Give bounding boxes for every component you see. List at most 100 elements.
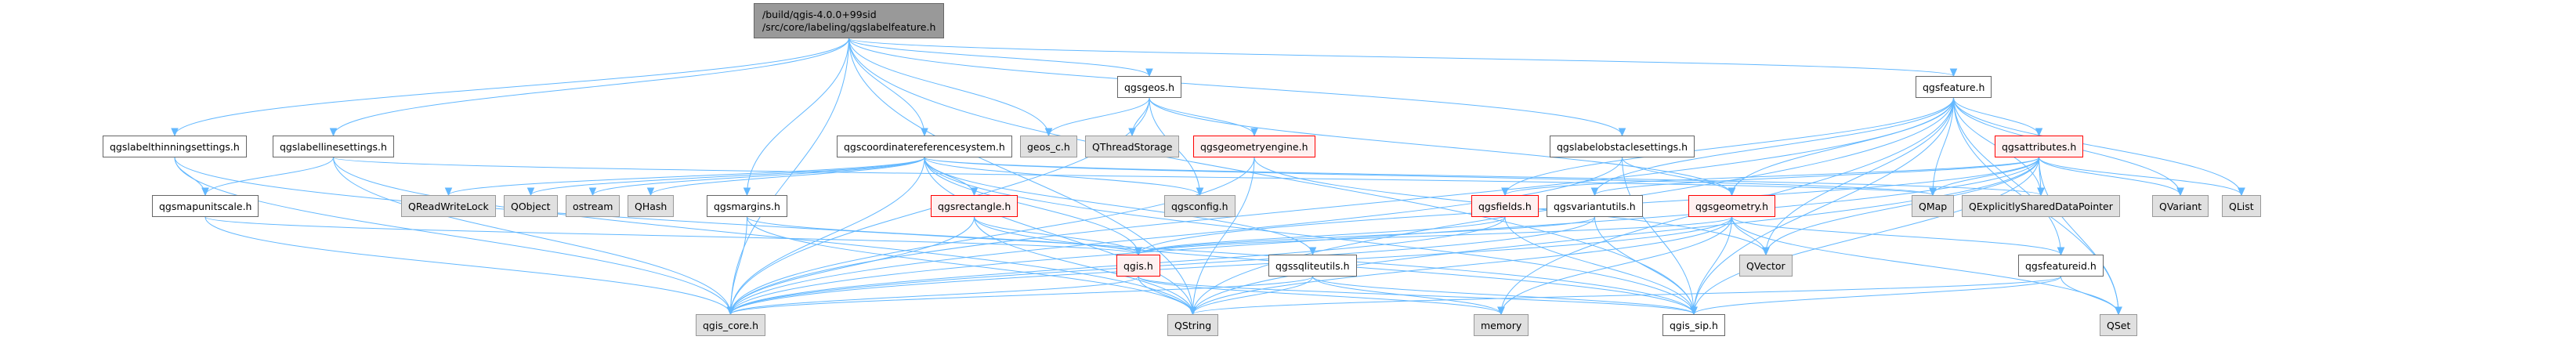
edge-qgsmapunitscale-to-qgis_core [204, 216, 731, 315]
node-label: qgssqliteutils.h [1275, 259, 1350, 272]
node-label: qgsrectangle.h [938, 200, 1011, 212]
edge-qgscoordinatereferencesystem-to-QExplicitlySharedDataPointer [924, 157, 2042, 196]
node-qgsconfig[interactable]: qgsconfig.h [1164, 195, 1236, 217]
node-label: qgsfeatureid.h [2025, 259, 2097, 272]
node-qgslabelobstaclesettings[interactable]: qgslabelobstaclesettings.h [1550, 136, 1695, 157]
node-qgis-core[interactable]: qgis_core.h [696, 314, 766, 336]
edge-root-to-qgscoordinatereferencesystem [848, 38, 925, 136]
root-path-line2: /src/core/labeling/qgslabelfeature.h [762, 20, 936, 33]
node-label: qgsgeometry.h [1695, 200, 1769, 212]
node-qgsmapunitscale[interactable]: qgsmapunitscale.h [152, 195, 259, 217]
node-qgscoordinatereferencesystem[interactable]: qgscoordinatereferencesystem.h [837, 136, 1012, 157]
arrowhead-qgsattributes-to-qgsfields [1501, 187, 1509, 197]
arrowhead-root-to-qgsgeos [1145, 68, 1153, 78]
edge-qgsfeatureid-to-QString [1192, 276, 2061, 315]
edge-qgsfeature-to-qgsattributes [1953, 97, 2039, 136]
node-qgis[interactable]: qgis.h [1116, 255, 1160, 277]
node-qlist[interactable]: QList [2222, 195, 2261, 217]
edge-qgslabellinesettings-to-QString [333, 157, 1193, 315]
edge-qgslabelthinningsettings-to-qgis_sip [174, 157, 1695, 315]
node-qgsattributes[interactable]: qgsattributes.h [1995, 136, 2084, 157]
arrowhead-qgscoordinatereferencesystem-to-QReadWriteLock [444, 187, 453, 197]
node-label: qgsmapunitscale.h [159, 200, 252, 212]
arrowhead-qgssqliteutils-to-qgis_core [726, 306, 735, 316]
node-qthreadstorage[interactable]: QThreadStorage [1085, 136, 1180, 157]
edge-qgscoordinatereferencesystem-to-qgis [924, 157, 1139, 255]
arrowhead-qgsfeatureid-to-QSet [2115, 306, 2122, 316]
node-label: QObject [511, 200, 551, 212]
node-qobject[interactable]: QObject [504, 195, 558, 217]
edge-qgsattributes-to-qgis_core [730, 157, 2039, 315]
edge-qgsgeometry-to-QString [1192, 216, 1732, 315]
node-qgsfields[interactable]: qgsfields.h [1471, 195, 1539, 217]
node-label: QVariant [2159, 200, 2202, 212]
node-ostream[interactable]: ostream [566, 195, 620, 217]
edge-qgssqliteutils-to-memory [1312, 276, 1502, 315]
edge-qgslabellinesettings-to-QMap [333, 157, 1934, 196]
node-label: QList [2229, 200, 2254, 212]
node-label: QString [1174, 319, 1212, 331]
edge-qgsvariantutils-to-qgis_sip [1594, 216, 1695, 315]
edge-qgsgeos-to-qgsgeometryengine [1149, 97, 1255, 136]
node-qgsrectangle[interactable]: qgsrectangle.h [931, 195, 1018, 217]
node-label: QVector [1746, 259, 1785, 272]
node-qexplicitlyshareddatapointer[interactable]: QExplicitlySharedDataPointer [1962, 195, 2120, 217]
edge-qgsmargins-to-qgis [747, 216, 1139, 255]
arrowhead-qgsattributes-to-qgsvariantutils [1590, 187, 1599, 197]
node-qvector[interactable]: QVector [1739, 255, 1793, 277]
node-qgsfeatureid[interactable]: qgsfeatureid.h [2018, 255, 2104, 277]
arrowhead-qgsgeos-to-qgsgeometryengine [1250, 128, 1258, 137]
node-qgsfeature[interactable]: qgsfeature.h [1916, 76, 1992, 98]
node-qreadwritelock[interactable]: QReadWriteLock [401, 195, 496, 217]
node-qgslabellinesettings[interactable]: qgslabellinesettings.h [273, 136, 394, 157]
edge-qgscoordinatereferencesystem-to-QReadWriteLock [448, 157, 925, 196]
node-qgslabelthinningsettings[interactable]: qgslabelthinningsettings.h [103, 136, 247, 157]
arrowhead-qgsgeos-to-qgsconfig [1196, 187, 1204, 197]
node-qgssqliteutils[interactable]: qgssqliteutils.h [1268, 255, 1357, 277]
edge-qgscoordinatereferencesystem-to-qgis_core [730, 157, 925, 315]
arrowhead-qgsgeometry-to-qgis [1134, 247, 1142, 256]
node-label: qgscoordinatereferencesystem.h [844, 140, 1005, 153]
node-geos-c[interactable]: geos_c.h [1020, 136, 1077, 157]
edge-root-to-qgslabellinesettings [333, 38, 849, 136]
node-qmap[interactable]: QMap [1912, 195, 1955, 217]
edge-root-to-qgsmargins [747, 38, 849, 196]
edge-qgsgeometry-to-qgis_core [730, 216, 1732, 315]
root-node-qgslabelfeature[interactable]: /build/qgis-4.0.0+99sid /src/core/labeli… [754, 3, 945, 38]
node-qvariant[interactable]: QVariant [2152, 195, 2209, 217]
edge-qgsgeometryengine-to-qgis_core [730, 157, 1255, 315]
node-qgsgeometryengine[interactable]: qgsgeometryengine.h [1193, 136, 1315, 157]
node-label: memory [1481, 319, 1522, 331]
edge-qgslabelthinningsettings-to-qgis_core [174, 157, 731, 315]
edge-qgsfeature-to-qgis_sip [1693, 97, 1954, 315]
node-qgsgeometry[interactable]: qgsgeometry.h [1688, 195, 1776, 217]
edge-root-to-QString [848, 38, 1193, 315]
node-label: qgslabelthinningsettings.h [110, 140, 240, 153]
node-qset[interactable]: QSet [2100, 314, 2138, 336]
node-qhash[interactable]: QHash [628, 195, 675, 217]
node-qgsmargins[interactable]: qgsmargins.h [707, 195, 787, 217]
node-label: qgslabelobstaclesettings.h [1557, 140, 1688, 153]
node-qgsgeos[interactable]: qgsgeos.h [1117, 76, 1182, 98]
edge-qgslabellinesettings-to-qgsmapunitscale [204, 157, 334, 196]
arrowhead-qgscoordinatereferencesystem-to-ostream [588, 187, 597, 197]
node-label: qgsfields.h [1478, 200, 1532, 212]
node-label: QMap [1919, 200, 1948, 212]
arrowhead-qgsattributes-to-QList [2238, 187, 2245, 197]
node-qgsvariantutils[interactable]: qgsvariantutils.h [1547, 195, 1643, 217]
edge-qgsgeometry-to-qgis [1138, 216, 1732, 255]
edge-qgsattributes-to-QList [2039, 157, 2242, 196]
edge-qgis-to-qgis_core [730, 276, 1139, 315]
edge-qgsvariantutils-to-qgis [1138, 216, 1595, 255]
edge-qgssqliteutils-to-qgis_sip [1312, 276, 1695, 315]
node-label: qgis_core.h [703, 319, 759, 331]
node-memory[interactable]: memory [1474, 314, 1529, 336]
node-label: QSet [2107, 319, 2131, 331]
node-qstring[interactable]: QString [1167, 314, 1219, 336]
edge-qgslabelthinningsettings-to-qgsmapunitscale [174, 157, 206, 196]
edge-root-to-qgslabelthinningsettings [174, 38, 849, 136]
edge-qgsattributes-to-qgsvariantutils [1594, 157, 2039, 196]
edge-qgsattributes-to-qgsfields [1504, 157, 2039, 196]
node-qgis-sip[interactable]: qgis_sip.h [1662, 314, 1725, 336]
arrowhead-qgsgeometry-to-QVector [1762, 247, 1770, 256]
